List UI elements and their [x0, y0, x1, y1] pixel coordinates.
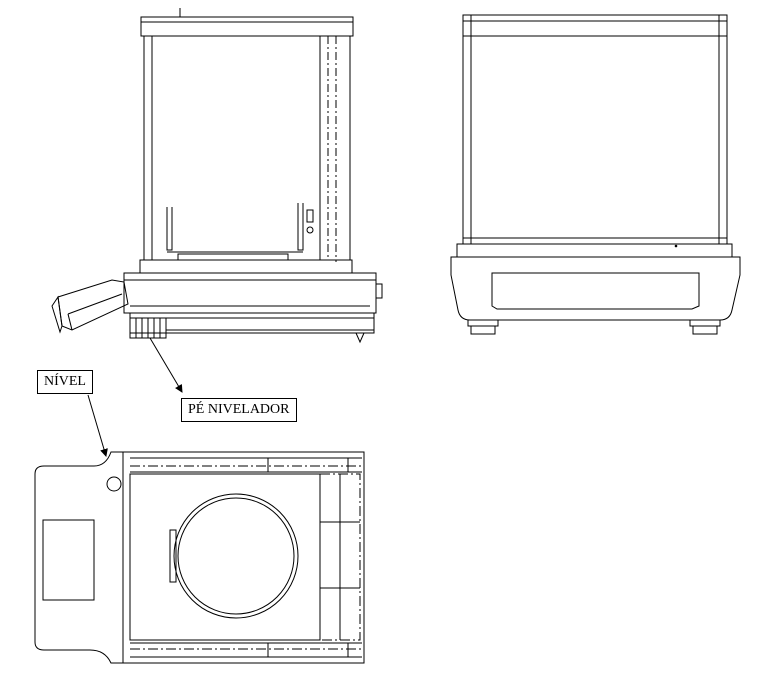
side-view	[51, 8, 383, 344]
level-arrow	[87, 394, 108, 457]
top-view	[34, 451, 365, 664]
front-view	[450, 14, 741, 335]
level-label: NÍVEL	[37, 370, 93, 394]
leveling-foot-arrow	[149, 337, 183, 393]
leveling-foot-label: PÉ NIVELADOR	[181, 398, 297, 422]
